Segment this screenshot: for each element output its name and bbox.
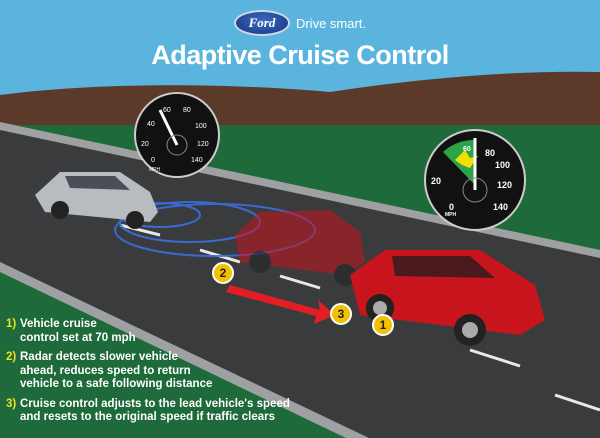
own-car-red (350, 250, 545, 346)
gauge-label: 80 (485, 148, 496, 158)
ford-logo: Ford (233, 10, 290, 36)
page-title: Adaptive Cruise Control (151, 40, 449, 70)
gauge-label: 20 (431, 176, 442, 186)
gauge-label: 80 (183, 107, 191, 114)
slogan: Drive smart. (295, 15, 367, 31)
step-item: 3) Cruise control adjusts to the lead ve… (6, 398, 320, 425)
step-text: Radar detects slower vehicle ahead, redu… (20, 351, 213, 390)
gauge-label: 140 (191, 157, 203, 164)
gauge-label: 120 (497, 180, 513, 190)
gauge-1-labels: 20 40 60 80 100 120 140 0 MPH (135, 93, 219, 177)
lead-car-silver (35, 172, 158, 229)
gauge-2-labels: 20 60 80 100 120 140 0 MPH (425, 130, 525, 230)
marker-1: 1 (372, 314, 394, 336)
gauge-label: 120 (197, 141, 209, 148)
step-number: 2) (6, 351, 17, 363)
step-number: 3) (6, 397, 17, 410)
gauge-label: 20 (141, 141, 149, 148)
gauge-label: 100 (495, 160, 511, 170)
gauge-label: 60 (463, 146, 471, 153)
step-text: Vehicle cruise control set at 70 mph (20, 318, 136, 344)
gauge-label: 0 (151, 157, 155, 164)
ghost-car (235, 210, 365, 286)
gauge-2 (424, 129, 526, 231)
gauge-1 (134, 92, 220, 178)
gauge-label: 100 (195, 123, 207, 130)
gauge-label: 60 (163, 107, 171, 114)
marker-3: 3 (330, 303, 352, 325)
steps-list: 1) Vehicle cruise control set at 70 mph … (6, 318, 320, 431)
gauge-unit: MPH (445, 212, 457, 218)
brand-header: Ford Drive smart. (0, 10, 600, 36)
gauge-unit: MPH (149, 167, 161, 173)
gauge-label: 140 (493, 202, 509, 212)
gauge-label: 0 (449, 202, 455, 212)
step-number: 1) (6, 318, 17, 330)
step-text: Cruise control adjusts to the lead vehic… (20, 397, 290, 424)
step-item: 2) Radar detects slower vehicle ahead, r… (6, 351, 320, 392)
gauge-label: 40 (147, 121, 155, 128)
marker-2: 2 (212, 262, 234, 284)
deceleration-arrow (226, 285, 335, 324)
step-item: 1) Vehicle cruise control set at 70 mph (6, 318, 320, 345)
